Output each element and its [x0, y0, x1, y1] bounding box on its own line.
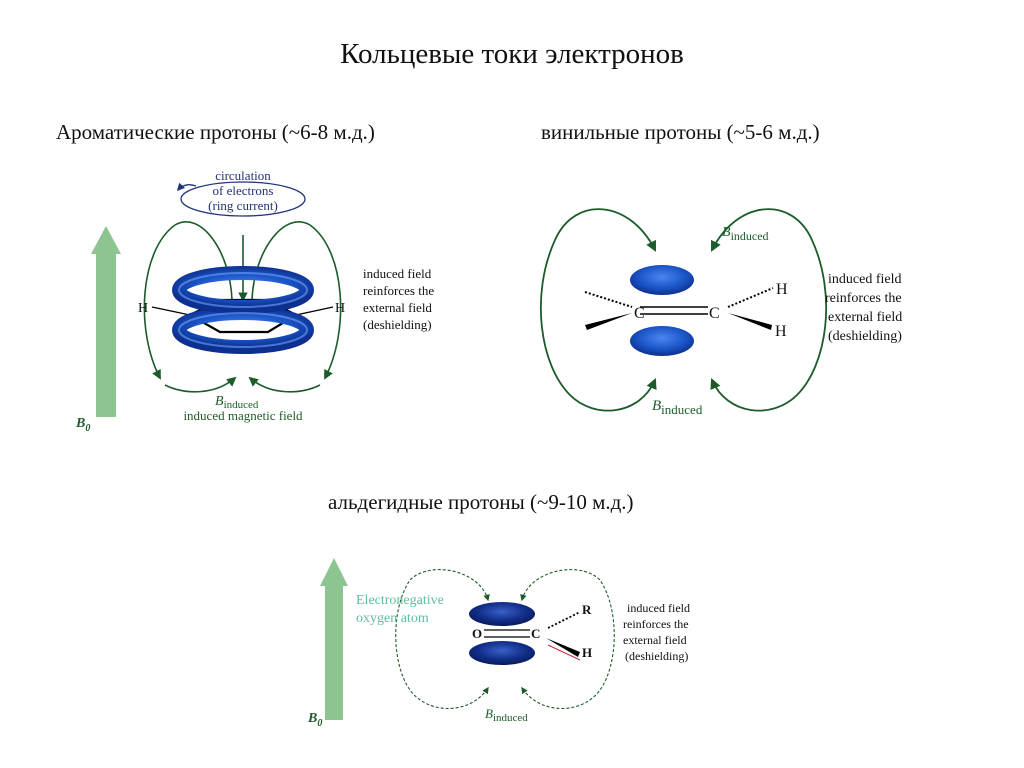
electronegative-note: Electronegative oxygen atom — [356, 593, 444, 626]
b0-arrow-icon — [91, 226, 121, 417]
circulation-label-1: circulation — [215, 168, 271, 183]
vinyl-upper-lobe — [630, 265, 694, 295]
vinyl-h-lower: H — [775, 323, 787, 340]
aldehyde-lower-lobe — [469, 641, 535, 665]
svg-text:induced field: induced field — [627, 601, 690, 615]
svg-text:induced field: induced field — [363, 266, 432, 281]
vinyl-b-induced-top: Binduced — [722, 225, 769, 243]
ring-current-torus — [172, 266, 314, 354]
circulation-label-3: (ring current) — [208, 198, 278, 213]
aldehyde-o-label: O — [472, 626, 482, 641]
vinyl-c-right: C — [709, 305, 720, 322]
circulation-arrow-icon — [176, 182, 197, 192]
svg-text:(deshielding): (deshielding) — [625, 649, 688, 663]
vinyl-field-lines — [540, 208, 827, 412]
vinyl-h-upper: H — [776, 281, 788, 298]
svg-text:oxygen atom: oxygen atom — [356, 611, 429, 626]
aldehyde-field-lines — [395, 569, 615, 709]
svg-text:external field: external field — [828, 310, 902, 325]
aldehyde-r-label: R — [582, 602, 592, 617]
ring-current-ellipse — [180, 181, 306, 217]
vinyl-lower-lobe — [630, 326, 694, 356]
aldehyde-heading: альдегидные протоны (~9-10 м.д.) — [328, 490, 634, 514]
h-right-label: H — [335, 301, 345, 316]
svg-text:induced field: induced field — [828, 272, 901, 287]
aromatic-heading: Ароматические протоны (~6-8 м.д.) — [56, 120, 375, 144]
aldehyde-b-induced-label: Binduced — [485, 706, 528, 724]
b0-label: B0 — [75, 416, 90, 434]
vinyl-heading: винильные протоны (~5-6 м.д.) — [541, 120, 820, 144]
svg-text:external field: external field — [363, 300, 432, 315]
svg-text:external field: external field — [623, 633, 687, 647]
svg-text:(deshielding): (deshielding) — [363, 317, 432, 332]
aldehyde-upper-lobe — [469, 602, 535, 626]
svg-text:reinforces the: reinforces the — [363, 283, 434, 298]
h-left-label: H — [138, 301, 148, 316]
svg-text:reinforces the: reinforces the — [623, 617, 689, 631]
aldehyde-field-note: induced field reinforces the external fi… — [623, 601, 690, 663]
aromatic-diagram: B0 circulation of electrons (ring curren… — [75, 168, 434, 434]
vinyl-c-left: C — [634, 305, 645, 322]
svg-text:(deshielding): (deshielding) — [828, 329, 902, 344]
aldehyde-b0-label: B0 — [307, 711, 322, 729]
page-title: Кольцевые токи электронов — [340, 38, 684, 70]
b-induced-label: Binduced — [215, 394, 259, 411]
vinyl-field-note: induced field reinforces the external fi… — [825, 272, 902, 344]
induced-magnetic-field-label: induced magnetic field — [183, 408, 303, 423]
aromatic-field-lines — [143, 221, 342, 393]
aldehyde-b0-arrow-icon — [320, 558, 348, 720]
circulation-label-2: of electrons — [212, 183, 273, 198]
svg-text:Electronegative: Electronegative — [356, 593, 444, 608]
svg-text:reinforces the: reinforces the — [825, 291, 902, 306]
vinyl-b-induced-bottom: Binduced — [652, 398, 703, 417]
aldehyde-diagram: B0 O C R H Electronegative oxygen atom B… — [307, 558, 690, 729]
aldehyde-h-label: H — [582, 645, 592, 660]
aldehyde-c-label: C — [531, 626, 540, 641]
aromatic-field-note: induced field reinforces the external fi… — [363, 266, 434, 332]
vinyl-diagram: C C H H Binduced Binduced induced field … — [540, 208, 902, 417]
